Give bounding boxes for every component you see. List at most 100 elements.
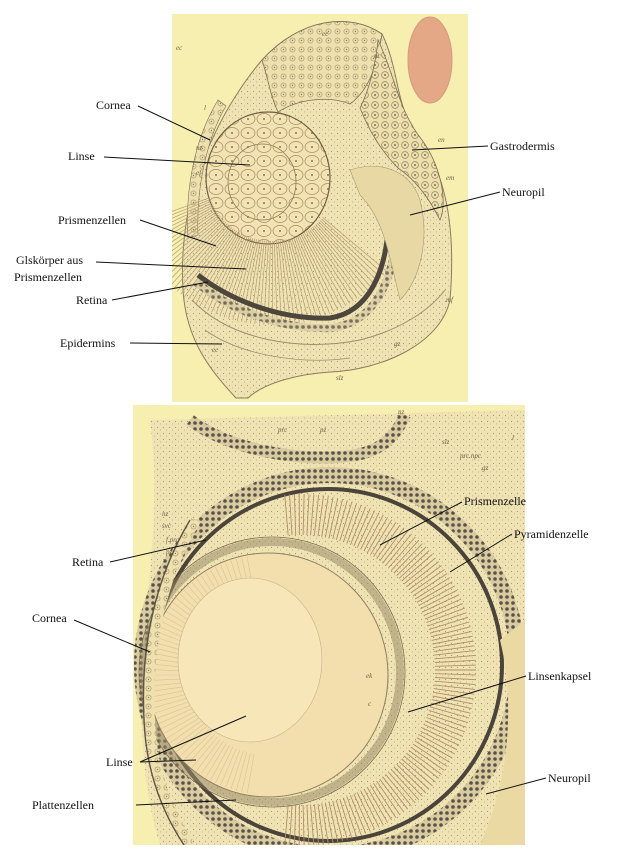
fibre-stroke: [302, 493, 305, 536]
leader-bottom-linse-b: [139, 759, 197, 763]
fibre-stroke: [396, 546, 427, 577]
top-epidermis-cells: [261, 21, 383, 113]
fibre-stroke: [420, 589, 458, 610]
fibre-stroke: [433, 688, 475, 695]
top-label-cornea: Cornea: [96, 98, 131, 112]
top-label-linse: Linse: [68, 149, 95, 163]
fibre-stroke: [421, 727, 460, 746]
fibre-stroke: [291, 237, 318, 319]
fibre-stroke: [418, 734, 455, 755]
top-label-prismenzellen: Prismenzellen: [58, 213, 126, 227]
fibre-stroke: [434, 677, 476, 681]
bottom-letter-pz: pz: [319, 426, 327, 434]
fibre-stroke: [390, 769, 420, 801]
fibre-stroke: [421, 594, 460, 613]
fibre-stroke: [332, 499, 344, 540]
fibre-stroke: [418, 585, 455, 606]
fibre-stroke: [306, 804, 310, 845]
bottom-letter-prc-npc: prc.npc: [459, 452, 482, 460]
fibre-stroke: [220, 748, 237, 786]
fibre-stroke: [315, 224, 372, 288]
fibre-stroke: [152, 696, 192, 709]
fibre-stroke: [363, 788, 384, 826]
fibre-stroke: [310, 804, 315, 845]
bottom-labels: Prismenzelle Pyramidenzelle Retina Corne…: [32, 494, 592, 812]
fibre-stroke: [403, 755, 436, 783]
fibre-stroke: [172, 209, 217, 238]
fibre-stroke: [302, 233, 343, 308]
top-label-glaskoerper-1: Glskörper aus: [16, 253, 83, 267]
top-lens: [205, 111, 331, 245]
fibre-stroke: [318, 221, 379, 282]
leader-top-glaskoerper: [95, 261, 247, 270]
fibre-stroke: [432, 635, 473, 645]
fibre-stroke: [429, 706, 470, 719]
top-letter-nc: nc: [374, 52, 382, 60]
top-leader-lines: [95, 105, 501, 345]
fibre-stroke: [324, 497, 334, 538]
fibre-stroke: [434, 684, 475, 690]
fibre-stroke: [321, 496, 329, 537]
fibre-stroke: [393, 543, 423, 574]
fibre-stroke: [431, 630, 472, 641]
fibre-stroke: [200, 741, 224, 775]
fibre-stroke: [398, 550, 430, 579]
fibre-stroke: [416, 737, 453, 759]
fibre-stroke: [254, 240, 265, 325]
bottom-letter-fprc: f.prc: [166, 536, 180, 544]
fibre-stroke: [225, 749, 241, 788]
fibre-stroke: [172, 214, 220, 252]
fibre-stroke: [363, 514, 384, 552]
fibre-stroke: [296, 235, 330, 314]
leader-top-neuropil: [409, 191, 501, 216]
top-retina-cells: [193, 231, 400, 333]
leader-top-cornea: [137, 105, 211, 141]
fibre-stroke: [414, 577, 451, 600]
fibre-stroke: [166, 717, 201, 739]
bottom-letter-gz: gz: [482, 464, 489, 472]
fibre-stroke: [433, 645, 475, 652]
fibre-stroke: [289, 804, 293, 845]
fibre-stroke: [172, 220, 225, 273]
top-label-glaskoerper-2: Prismenzellen: [14, 270, 82, 284]
fibre-stroke: [424, 603, 464, 620]
leader-bottom-linsenkapsel: [407, 675, 527, 713]
fibre-stroke: [428, 709, 469, 724]
fibre-stroke: [172, 221, 227, 279]
fibre-stroke: [172, 199, 211, 216]
fibre-stroke: [429, 621, 470, 634]
fibre-stroke: [426, 607, 465, 623]
fibre-stroke: [366, 786, 388, 823]
bottom-label-cornea: Cornea: [32, 611, 67, 625]
fibre-stroke: [349, 795, 367, 834]
bottom-plate: prc pz nz slz prc.npc gz nz svc f.prc pz…: [133, 405, 525, 845]
top-letter-ec-left: ec: [176, 44, 183, 52]
fibre-stroke: [317, 803, 324, 845]
bottom-label-plattenzellen: Plattenzellen: [32, 798, 94, 812]
fibre-stroke: [406, 752, 439, 779]
fibre-stroke: [180, 227, 233, 295]
fibre-stroke: [406, 561, 439, 588]
fibre-stroke: [287, 238, 309, 321]
bottom-lens-capsule-outline: [138, 536, 406, 808]
fibre-stroke: [236, 752, 248, 791]
fibre-stroke: [332, 800, 344, 841]
top-label-gastrodermis: Gastrodermis: [490, 139, 555, 153]
fibre-stroke: [346, 796, 362, 836]
fibre-stroke: [426, 717, 465, 733]
bottom-letter-nz-left: nz: [162, 510, 169, 518]
leader-bottom-prismenzelle: [379, 501, 463, 546]
leader-top-retina: [111, 281, 209, 301]
fibre-stroke: [172, 197, 211, 212]
bottom-letter-l: l: [512, 434, 514, 442]
fibre-stroke: [388, 771, 416, 804]
fibre-stroke: [434, 650, 475, 656]
fibre-stroke: [427, 713, 467, 728]
fibre-stroke: [172, 216, 221, 257]
fibre-stroke: [373, 782, 397, 818]
fibre-stroke: [339, 798, 353, 839]
top-labels: Cornea Linse Prismenzellen Glskörper aus…: [14, 98, 555, 350]
fibre-stroke: [191, 230, 237, 302]
fibre-stroke: [160, 710, 197, 730]
